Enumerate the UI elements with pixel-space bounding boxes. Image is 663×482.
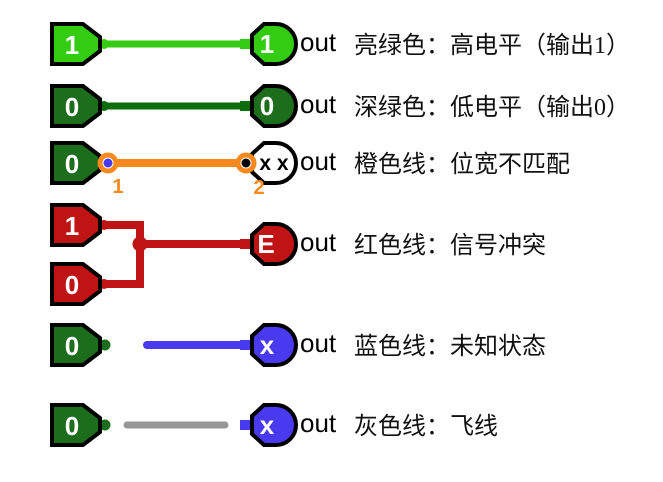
input-pin-shape-icon bbox=[50, 141, 102, 185]
wire-endpoint-2: 2 bbox=[235, 152, 265, 199]
input-pin-value: 0 bbox=[65, 149, 79, 179]
input-pin-bottom: 0 bbox=[50, 262, 109, 306]
input-pin-top: 1 bbox=[50, 203, 109, 247]
row-description: 灰色线：飞线 bbox=[354, 413, 498, 440]
endpoint-dot-icon bbox=[103, 158, 113, 168]
input-pin-shape-icon bbox=[50, 262, 102, 306]
endpoint-dot-icon bbox=[241, 158, 251, 168]
pin-nub-icon bbox=[99, 339, 111, 351]
input-pin-shape-icon bbox=[50, 403, 102, 447]
input-pin-value: 1 bbox=[65, 211, 79, 241]
input-pin-value: 0 bbox=[65, 331, 79, 361]
out-label: out bbox=[300, 27, 337, 57]
output-pin-value: E bbox=[257, 229, 274, 259]
row-description: 深绿色：低电平（输出0） bbox=[354, 94, 630, 121]
output-pin-value: x x bbox=[259, 152, 289, 175]
out-label: out bbox=[300, 146, 337, 176]
input-pin-value: 1 bbox=[65, 30, 79, 60]
row-description: 亮绿色：高电平（输出1） bbox=[354, 32, 630, 59]
output-pin: x bbox=[240, 323, 298, 367]
output-pin-shape-icon bbox=[250, 84, 298, 128]
legend-row-high: 1 1 out 亮绿色：高电平（输出1） bbox=[50, 22, 630, 66]
output-pin-shape-icon bbox=[250, 403, 298, 447]
input-pin-shape-icon bbox=[50, 203, 102, 247]
output-pin: x bbox=[240, 403, 298, 447]
out-label: out bbox=[300, 408, 337, 438]
output-pin: 1 bbox=[240, 22, 298, 66]
output-pin-value: x bbox=[260, 410, 275, 440]
output-pin-tab-icon bbox=[240, 420, 253, 430]
legend-row-unknown: 0 x out 蓝色线：未知状态 bbox=[50, 323, 546, 367]
row-description: 红色线：信号冲突 bbox=[354, 232, 546, 259]
output-pin: 0 bbox=[240, 84, 298, 128]
output-pin-tab-icon bbox=[240, 39, 253, 49]
input-pin: 0 bbox=[50, 323, 111, 367]
row-description: 蓝色线：未知状态 bbox=[354, 333, 546, 360]
input-pin: 0 bbox=[50, 141, 102, 185]
row-description: 橙色线：位宽不匹配 bbox=[354, 151, 570, 178]
wire-endpoint-1: 1 bbox=[97, 152, 124, 198]
output-pin-shape-icon bbox=[250, 22, 298, 66]
output-pin-value: 0 bbox=[260, 91, 274, 121]
output-pin-tab-icon bbox=[240, 101, 253, 111]
out-label: out bbox=[300, 328, 337, 358]
wire-conflict-branches bbox=[104, 221, 144, 288]
input-pin: 0 bbox=[50, 403, 111, 447]
output-pin: E bbox=[240, 222, 298, 266]
endpoint-number: 1 bbox=[112, 176, 123, 198]
endpoint-number: 2 bbox=[253, 177, 264, 199]
input-pin: 1 bbox=[50, 22, 109, 66]
pin-nub-icon bbox=[99, 419, 111, 431]
input-pin-value: 0 bbox=[65, 270, 79, 300]
output-pin-tab-icon bbox=[240, 340, 253, 350]
input-pin-value: 0 bbox=[65, 92, 79, 122]
legend-row-floating: 0 x out 灰色线：飞线 bbox=[50, 403, 498, 447]
legend-row-mismatch: 0 x x 1 2 out 橙色线：位宽不匹配 bbox=[50, 141, 570, 199]
input-pin: 0 bbox=[50, 84, 109, 128]
junction-dot-icon bbox=[132, 236, 148, 252]
input-pin-shape-icon bbox=[50, 323, 102, 367]
output-pin-shape-icon bbox=[250, 141, 298, 185]
output-pin: x x bbox=[240, 141, 298, 185]
output-pin-shape-icon bbox=[250, 323, 298, 367]
input-pin-shape-icon bbox=[50, 84, 102, 128]
output-pin-value: x bbox=[260, 330, 275, 360]
out-label: out bbox=[300, 89, 337, 119]
legend-row-low: 0 0 out 深绿色：低电平（输出0） bbox=[50, 84, 630, 128]
input-pin-value: 0 bbox=[65, 411, 79, 441]
legend-row-conflict: 1 0 E out 红色线：信号冲突 bbox=[50, 203, 546, 306]
output-pin-tab-icon bbox=[240, 239, 253, 249]
output-pin-shape-icon bbox=[250, 222, 298, 266]
out-label: out bbox=[300, 227, 337, 257]
output-pin-value: 1 bbox=[260, 29, 274, 59]
input-pin-shape-icon bbox=[50, 22, 102, 66]
